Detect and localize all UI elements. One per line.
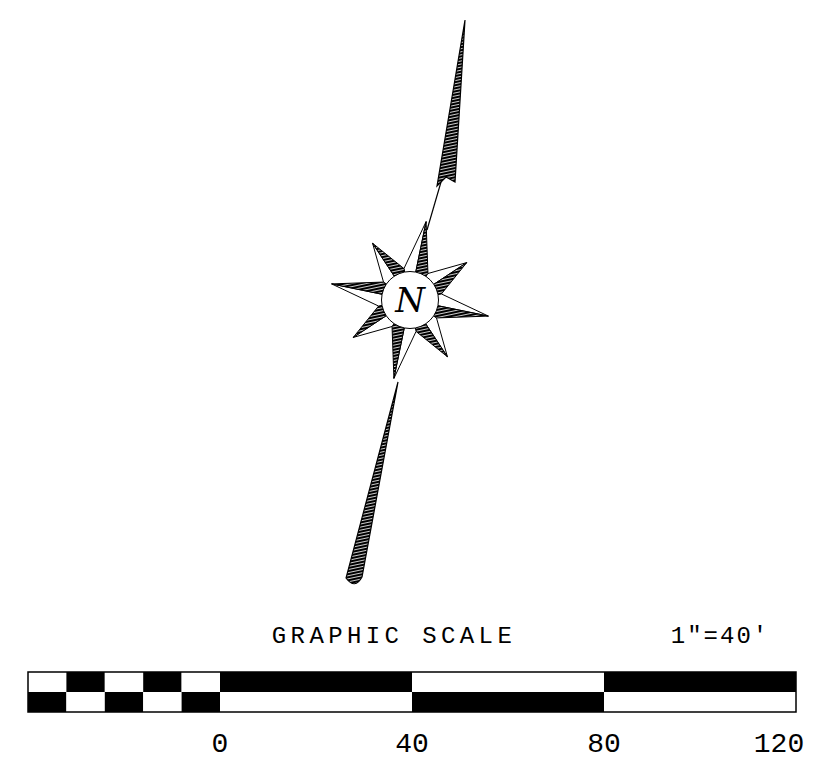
scale-cell — [182, 672, 220, 692]
scale-cell — [143, 692, 181, 712]
scale-cell — [105, 692, 143, 712]
scale-cell — [28, 672, 66, 692]
scale-cell — [66, 672, 104, 692]
scale-number: 0 — [212, 731, 229, 759]
compass-star — [332, 222, 489, 379]
scale-cell — [143, 672, 181, 692]
scale-cell — [412, 692, 604, 712]
scale-number: 40 — [395, 731, 429, 759]
north-letter: N — [395, 283, 425, 317]
scale-bar — [28, 672, 796, 712]
scale-title: GRAPHIC SCALE — [272, 625, 516, 649]
scale-cell — [28, 692, 66, 712]
scale-number: 120 — [754, 731, 804, 759]
scale-cell — [604, 672, 796, 692]
compass-circle: N — [381, 271, 439, 329]
scale-outline — [28, 672, 796, 712]
scale-ratio: 1"=40' — [671, 625, 769, 649]
scale-cell — [220, 672, 412, 692]
scale-cell — [105, 672, 143, 692]
scale-cell — [66, 692, 104, 712]
scale-cell — [220, 692, 412, 712]
scale-cell — [604, 692, 796, 712]
scale-cell — [182, 692, 220, 712]
scale-number: 80 — [587, 731, 621, 759]
scale-cell — [412, 672, 604, 692]
